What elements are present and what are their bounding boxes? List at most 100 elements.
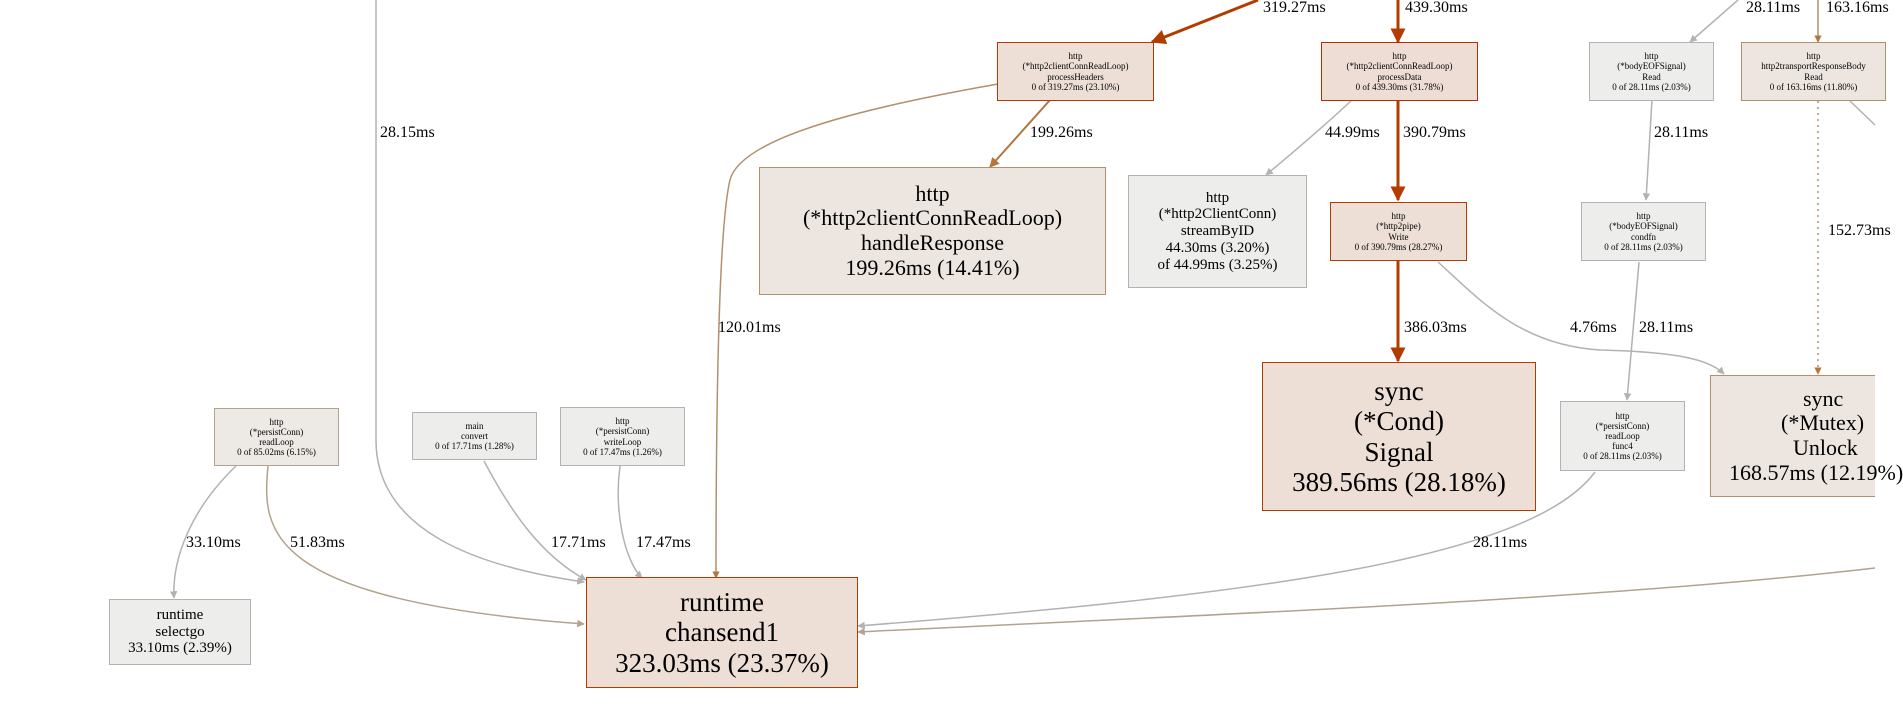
edge-top-to-process-headers[interactable] — [1150, 0, 1259, 44]
edge-convert-to-chansend[interactable] — [483, 460, 587, 581]
node-persist-readloop[interactable]: http (*persistConn) readLoop 0 of 85.02m… — [214, 408, 339, 466]
node-label: http — [615, 416, 630, 427]
edge-condfn-to-func4[interactable] — [1623, 261, 1640, 401]
node-label: (*persistConn) — [1595, 420, 1650, 431]
node-label: selectgo — [155, 623, 205, 640]
node-label: http — [1391, 211, 1406, 222]
node-body-eof-condfn[interactable]: http (*bodyEOFSignal) condfn 0 of 28.11m… — [1581, 202, 1706, 261]
node-label: 0 of 390.79ms (28.27%) — [1354, 241, 1443, 252]
node-label: http — [1636, 211, 1651, 222]
node-label: (*bodyEOFSignal) — [1617, 61, 1686, 72]
node-label: http — [915, 180, 950, 206]
edge-label-writeloop-chansend: 17.47ms — [636, 534, 691, 551]
edge-label-readloop-chansend: 51.83ms — [290, 534, 345, 551]
node-label: writeLoop — [603, 436, 642, 447]
edge-label-headers-handle: 199.26ms — [1030, 124, 1093, 141]
edge-left-to-chansend[interactable] — [375, 0, 585, 585]
edge-body-eof-read-to-condfn[interactable] — [1642, 99, 1653, 201]
edge-pipe-write-to-mutex-unlock[interactable] — [1437, 261, 1725, 375]
edge-writeloop-to-chansend[interactable] — [617, 465, 643, 579]
edge-func4-to-chansend[interactable] — [857, 471, 1596, 630]
edge-process-headers-to-chansend[interactable] — [712, 83, 999, 579]
node-label: convert — [461, 430, 488, 441]
node-label: sync — [1803, 385, 1844, 411]
edge-label-readloop-selectgo: 33.10ms — [186, 534, 241, 551]
edge-top-to-body-eof-read[interactable] — [1689, 0, 1739, 43]
node-label: (*persistConn) — [249, 426, 304, 437]
node-label: (*Mutex) — [1781, 410, 1865, 436]
node-label: 168.57ms (12.19%) — [1729, 459, 1903, 485]
node-transport-response-body-read[interactable]: http http2transportResponseBody Read 0 o… — [1741, 42, 1886, 101]
node-label: readLoop — [259, 437, 294, 447]
node-label: (*http2clientConnReadLoop) — [1346, 61, 1453, 72]
edge-label-trb-unlock: 152.73ms — [1828, 222, 1891, 239]
node-pipe-write[interactable]: http (*http2pipe) Write 0 of 390.79ms (2… — [1330, 202, 1467, 261]
node-process-data[interactable]: http (*http2clientConnReadLoop) processD… — [1321, 42, 1478, 101]
node-label: func4 — [1612, 441, 1633, 452]
node-body-eof-read[interactable]: http (*bodyEOFSignal) Read 0 of 28.11ms … — [1589, 42, 1714, 101]
node-label: (*bodyEOFSignal) — [1609, 221, 1678, 232]
node-label: (*persistConn) — [595, 426, 650, 437]
edge-label-top-headers: 319.27ms — [1263, 0, 1326, 16]
node-label: 0 of 85.02ms (6.15%) — [237, 447, 316, 458]
node-stream-by-id[interactable]: http (*http2ClientConn) streamByID 44.30… — [1128, 175, 1307, 288]
node-label: 44.30ms (3.20%) — [1165, 239, 1270, 256]
node-label: 0 of 319.27ms (23.10%) — [1031, 81, 1120, 92]
edge-label-data-stream: 44.99ms — [1325, 124, 1380, 141]
edge-label-headers-chansend: 120.01ms — [718, 319, 781, 336]
node-label: 0 of 28.11ms (2.03%) — [1583, 451, 1662, 462]
node-label: http — [1205, 189, 1230, 206]
node-label: (*http2ClientConn) — [1158, 206, 1277, 223]
node-label: (*Cond) — [1354, 406, 1444, 437]
edge-label-write-signal: 386.03ms — [1404, 319, 1467, 336]
node-cond-signal[interactable]: sync (*Cond) Signal 389.56ms (28.18%) — [1262, 362, 1536, 511]
node-label: Read — [1804, 71, 1823, 82]
node-label: http — [1644, 51, 1659, 62]
node-mutex-unlock[interactable]: sync (*Mutex) Unlock 168.57ms (12.19%) — [1710, 375, 1903, 497]
node-process-headers[interactable]: http (*http2clientConnReadLoop) processH… — [997, 42, 1154, 101]
edge-process-headers-to-handle-response[interactable] — [989, 99, 1051, 168]
edge-label-write-unlock: 4.76ms — [1570, 319, 1617, 336]
node-label: Unlock — [1793, 435, 1858, 460]
node-label: Write — [1388, 231, 1409, 242]
edge-transport-body-read-offscreen[interactable] — [1849, 100, 1876, 126]
node-label: http2transportResponseBody — [1761, 61, 1866, 72]
node-label: streamByID — [1180, 223, 1255, 240]
edge-offscreen-to-chansend[interactable] — [857, 567, 1876, 636]
node-label: 389.56ms (28.18%) — [1292, 466, 1506, 497]
node-label: handleResponse — [861, 230, 1004, 255]
node-persist-readloop-func4[interactable]: http (*persistConn) readLoop func4 0 of … — [1560, 401, 1685, 471]
node-label: runtime — [156, 606, 204, 623]
node-label: 0 of 17.71ms (1.28%) — [435, 441, 514, 452]
node-label: 0 of 28.11ms (2.03%) — [1604, 241, 1683, 252]
node-label: 0 of 17.47ms (1.26%) — [583, 446, 662, 457]
edge-readloop-to-selectgo[interactable] — [169, 465, 237, 599]
node-label: (*http2clientConnReadLoop) — [802, 205, 1063, 231]
edge-readloop-to-chansend[interactable] — [265, 465, 585, 628]
node-chansend1[interactable]: runtime chansend1 323.03ms (23.37%) — [586, 577, 858, 688]
node-label: readLoop — [1605, 430, 1640, 441]
node-label: processHeaders — [1047, 71, 1104, 82]
node-label: (*http2clientConnReadLoop) — [1022, 61, 1129, 72]
node-main-convert[interactable]: main convert 0 of 17.71ms (1.28%) — [412, 412, 537, 460]
node-label: http — [1806, 51, 1821, 62]
node-label: chansend1 — [665, 617, 779, 648]
edge-label-condfn-func4: 28.11ms — [1639, 319, 1694, 336]
node-label: 0 of 163.16ms (11.80%) — [1769, 81, 1858, 92]
node-label: http — [1615, 410, 1630, 421]
edge-label-func4-chansend: 28.11ms — [1473, 534, 1528, 551]
node-label: 199.26ms (14.41%) — [845, 254, 1020, 280]
node-label: sync — [1374, 376, 1424, 407]
node-label: 0 of 28.11ms (2.03%) — [1612, 81, 1691, 92]
edge-process-data-to-stream-by-id[interactable] — [1265, 99, 1353, 176]
node-label: condfn — [1631, 231, 1656, 242]
node-label: runtime — [680, 587, 764, 618]
node-selectgo[interactable]: runtime selectgo 33.10ms (2.39%) — [109, 599, 251, 665]
node-handle-response[interactable]: http (*http2clientConnReadLoop) handleRe… — [759, 167, 1106, 295]
edge-label-convert-chansend: 17.71ms — [551, 534, 606, 551]
edge-label-top-trb: 163.16ms — [1826, 0, 1889, 16]
edge-label-data-write: 390.79ms — [1403, 124, 1466, 141]
edge-label-left: 28.15ms — [380, 124, 435, 141]
node-persist-writeloop[interactable]: http (*persistConn) writeLoop 0 of 17.47… — [560, 407, 685, 466]
